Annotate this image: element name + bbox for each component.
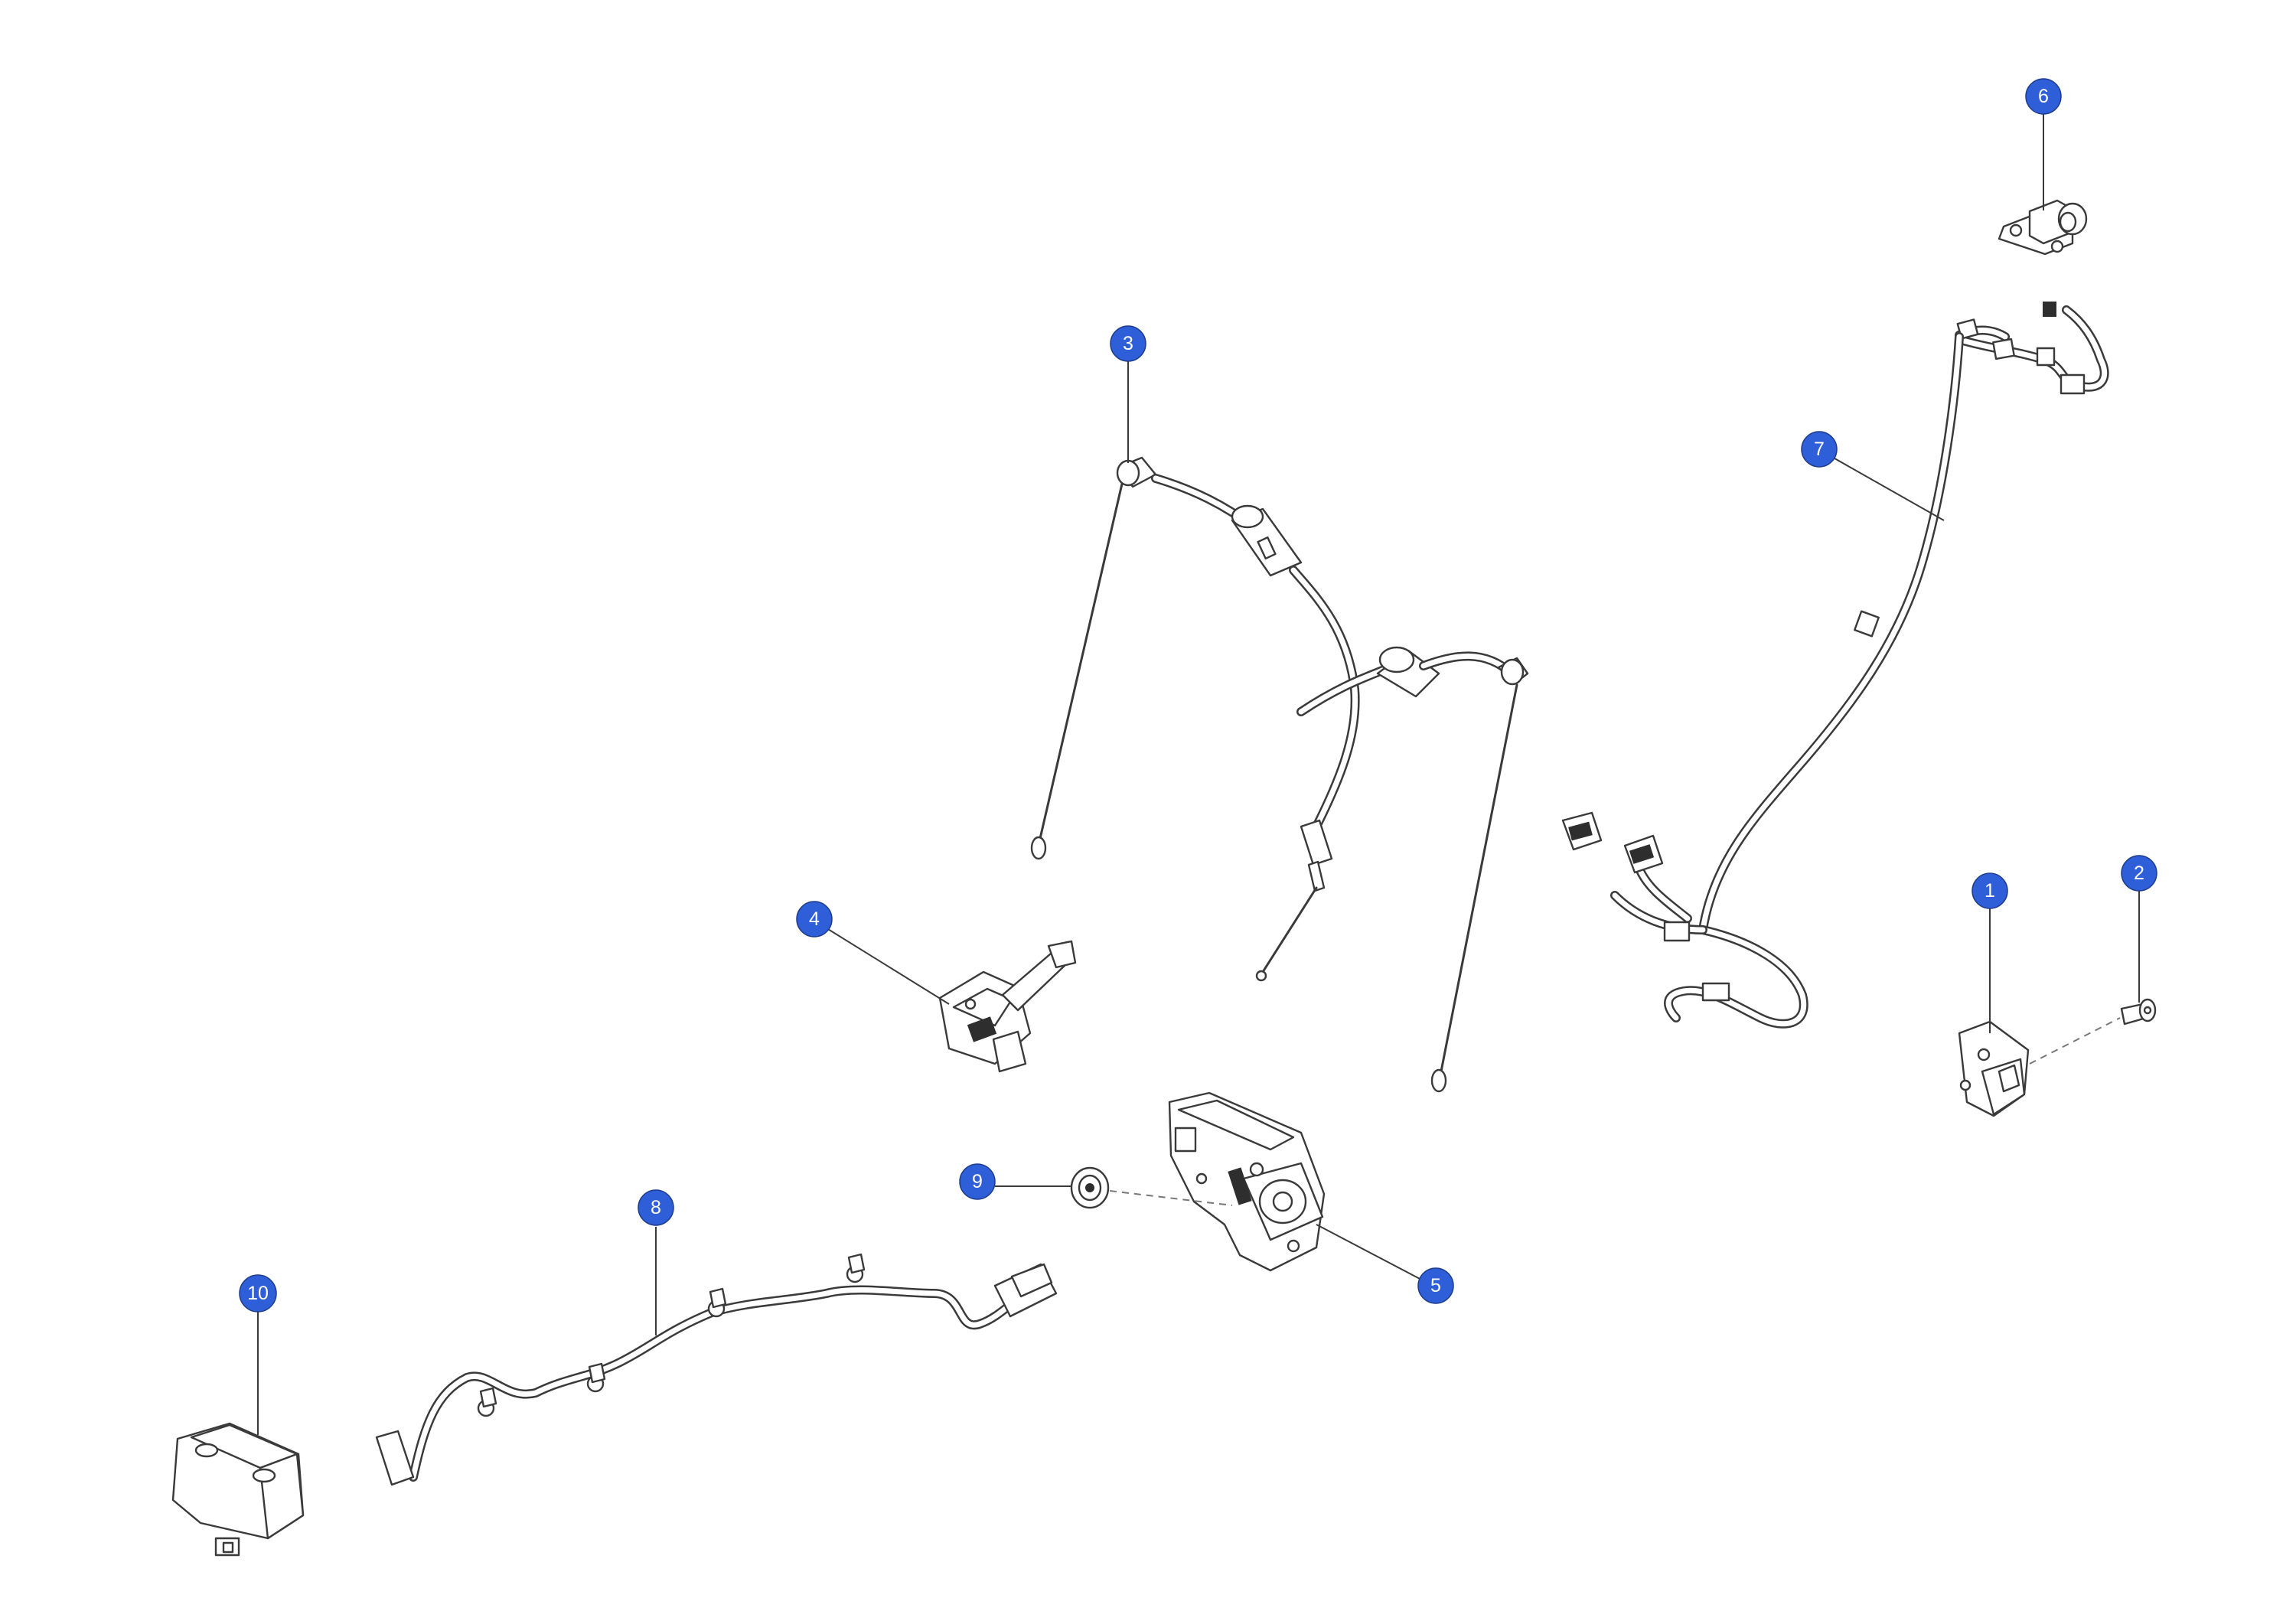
callout-1-label: 1: [1985, 880, 1995, 902]
callout-5: 5: [1417, 1267, 1454, 1304]
callout-7-label: 7: [1814, 439, 1825, 460]
callout-1: 1: [1971, 872, 2008, 909]
leader-7: [1823, 452, 1945, 521]
part-5-motor-gearbox: [1168, 1091, 1326, 1272]
callout-9: 9: [959, 1163, 996, 1200]
callout-2-label: 2: [2134, 863, 2144, 884]
part-4-actuator: [938, 940, 1077, 1073]
callout-3-label: 3: [1123, 333, 1133, 354]
callout-6: 6: [2025, 78, 2062, 115]
part-9-gear: [1070, 1166, 1110, 1209]
leader-4: [817, 922, 950, 1005]
callout-2: 2: [2121, 855, 2157, 892]
leader-5: [1316, 1224, 1438, 1289]
callout-6-label: 6: [2038, 86, 2049, 107]
leader-lines: [257, 101, 2140, 1435]
callout-8: 8: [638, 1189, 674, 1226]
part-6-sensor: [1998, 199, 2088, 256]
callout-9-label: 9: [972, 1171, 983, 1192]
callout-4-label: 4: [809, 908, 820, 930]
callout-10-label: 10: [247, 1283, 269, 1304]
callout-3: 3: [1110, 325, 1146, 362]
part-3-cable-assembly: [1030, 456, 1529, 1093]
callout-10: 10: [239, 1274, 277, 1313]
part-9-assembly-line: [1109, 1190, 1233, 1206]
callout-8-label: 8: [651, 1197, 661, 1218]
part-10-control-module: [171, 1422, 305, 1557]
callout-7: 7: [1801, 431, 1838, 468]
callout-4: 4: [796, 901, 833, 938]
part-1-bracket: [1958, 1020, 2030, 1117]
callout-5-label: 5: [1430, 1275, 1441, 1296]
part-1-assembly-line: [2029, 1017, 2121, 1065]
part-8-wiring-harness: [375, 1253, 1058, 1486]
part-2-bolt: [2120, 998, 2157, 1026]
part-7-wiring-harness: [1561, 302, 2109, 1029]
